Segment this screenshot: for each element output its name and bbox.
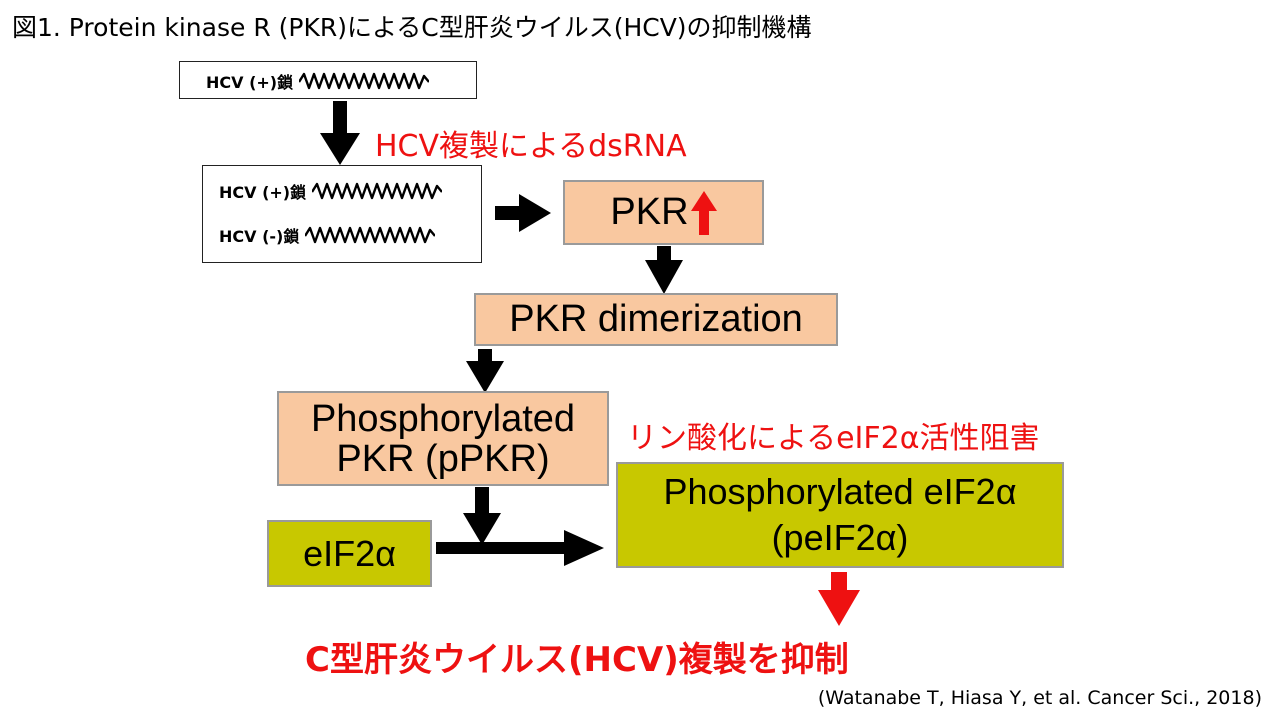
peif2a-line2: (peIF2α)	[771, 517, 909, 558]
eif2a-box: eIF2α	[267, 520, 432, 587]
rna-wave-icon	[312, 182, 443, 200]
pkr-dimerization-box: PKR dimerization	[474, 293, 838, 346]
figure-title: 図1. Protein kinase R (PKR)によるC型肝炎ウイルス(HC…	[12, 13, 812, 42]
arrow-down-4	[463, 487, 501, 545]
conclusion-label: C型肝炎ウイルス(HCV)複製を抑制	[305, 640, 849, 680]
arrow-right-to-pkr	[495, 194, 551, 232]
eif2a-inhibition-label: リン酸化によるeIF2α活性阻害	[627, 421, 1040, 456]
up-arrow-icon	[690, 190, 717, 235]
phosphorylated-eif2a-box: Phosphorylated eIF2α (peIF2α)	[616, 462, 1064, 568]
rna-wave-icon	[299, 72, 430, 90]
strand-label-plus: HCV (+)鎖	[206, 73, 294, 92]
pkr-label: PKR	[610, 191, 689, 233]
strand-label-plus: HCV (+)鎖	[219, 183, 307, 202]
phosphorylated-pkr-box: Phosphorylated PKR (pPKR)	[277, 391, 609, 486]
ppkr-line2: PKR (pPKR)	[336, 437, 550, 480]
arrow-right-to-peif2a	[436, 530, 604, 566]
pkr-box: PKR	[563, 180, 764, 245]
pkr-dimerization-label: PKR dimerization	[509, 298, 803, 340]
rna-wave-icon	[305, 226, 436, 244]
arrow-down-3	[466, 349, 504, 393]
citation: (Watanabe T, Hiasa Y, et al. Cancer Sci.…	[817, 687, 1262, 709]
hcv-plus-strand-box: HCV (+)鎖	[179, 61, 477, 99]
peif2a-line1: Phosphorylated eIF2α	[663, 471, 1017, 512]
arrow-down-2	[645, 246, 683, 294]
eif2a-label: eIF2α	[303, 532, 396, 574]
hcv-dsrna-box: HCV (+)鎖 HCV (-)鎖	[202, 165, 482, 263]
dsrna-label: HCV複製によるdsRNA	[375, 129, 687, 164]
strand-label-minus: HCV (-)鎖	[219, 227, 300, 246]
arrow-down-1	[320, 101, 360, 165]
red-arrow-down	[818, 572, 860, 626]
ppkr-line1: Phosphorylated	[310, 397, 576, 440]
